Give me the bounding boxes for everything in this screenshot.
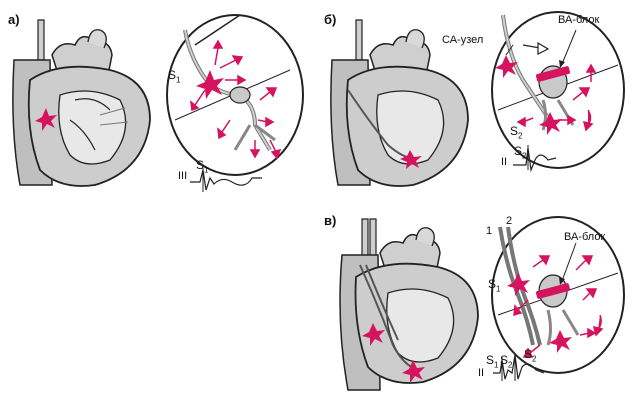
ecg-s2-label: S2 — [500, 353, 513, 370]
stimulus-2-label: S2 — [524, 347, 537, 364]
propagation-arrows — [190, 39, 282, 160]
heart-illustration-b — [330, 19, 469, 187]
va-block-label: ВА-блок — [564, 231, 606, 243]
stimulus-label: S2 — [510, 124, 523, 141]
catheter-2-label: 2 — [506, 215, 513, 227]
propagation-arrows — [513, 255, 604, 358]
panel-a: а) — [0, 0, 310, 200]
heart-illustration-c — [339, 218, 479, 391]
conduction-diagram-a — [166, 14, 304, 192]
excitation-star — [35, 108, 57, 131]
ecg-lead-label: II — [501, 156, 508, 168]
panel-c: в) — [318, 205, 634, 404]
conduction-diagram-c — [491, 216, 625, 381]
panel-letter: в) — [324, 213, 337, 228]
propagation-arrows — [516, 63, 597, 132]
ecg-s1-label: S1 — [486, 353, 499, 370]
stimulus-1-label: S1 — [488, 277, 501, 294]
panel-b: б) — [318, 0, 634, 200]
sa-node-label: СА-узел — [442, 34, 484, 46]
catheter-1-label: 1 — [486, 225, 493, 237]
ecg-lead-label: III — [178, 170, 188, 182]
panel-letter: а) — [8, 12, 20, 27]
panel-letter: б) — [324, 12, 337, 27]
va-block-bar — [535, 283, 571, 299]
ecg-stimulus-label: S2 — [514, 144, 527, 161]
va-block-bar — [535, 66, 571, 82]
ecg-lead-label: II — [478, 367, 485, 379]
conduction-diagram-b — [491, 11, 625, 173]
stimulus-label: S1 — [168, 68, 181, 85]
va-block-label: ВА-блок — [558, 14, 600, 26]
ecg-stimulus-label: S1 — [196, 158, 209, 175]
heart-illustration-a — [12, 19, 151, 187]
